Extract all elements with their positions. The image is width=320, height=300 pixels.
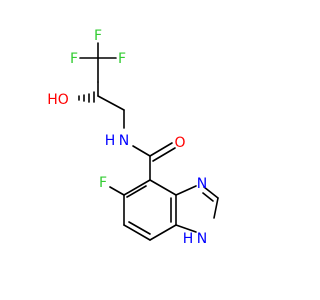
bond-n-c [132, 145, 151, 157]
atom-f2: F [70, 51, 78, 67]
atom-imidazole-n: N [197, 176, 207, 192]
bond-choh-ch2b [97, 95, 125, 111]
benzene-ring [123, 179, 177, 241]
atom-f1: F [94, 28, 102, 44]
molecule-svg: F F F HO N H O F N N H [47, 28, 219, 247]
atom-amide-n: N [119, 133, 129, 149]
bond-c-o-2 [152, 147, 176, 162]
atom-amide-h: H [105, 133, 116, 149]
imidazole-ring [175, 185, 219, 233]
bond-ring-f [109, 186, 125, 196]
bond-c-o-1 [149, 142, 173, 157]
atom-hydroxyl: HO [47, 92, 69, 108]
atom-f3: F [118, 51, 126, 67]
atom-carbonyl-o: O [174, 135, 185, 151]
atom-imidazole-h: H [183, 231, 194, 247]
atom-imidazole-nh: N [197, 231, 207, 247]
stereo-hash-bond [78, 91, 95, 103]
atom-ring-f: F [99, 175, 107, 191]
molecule-structure-diagram: F F F HO N H O F N N H [47, 28, 219, 247]
